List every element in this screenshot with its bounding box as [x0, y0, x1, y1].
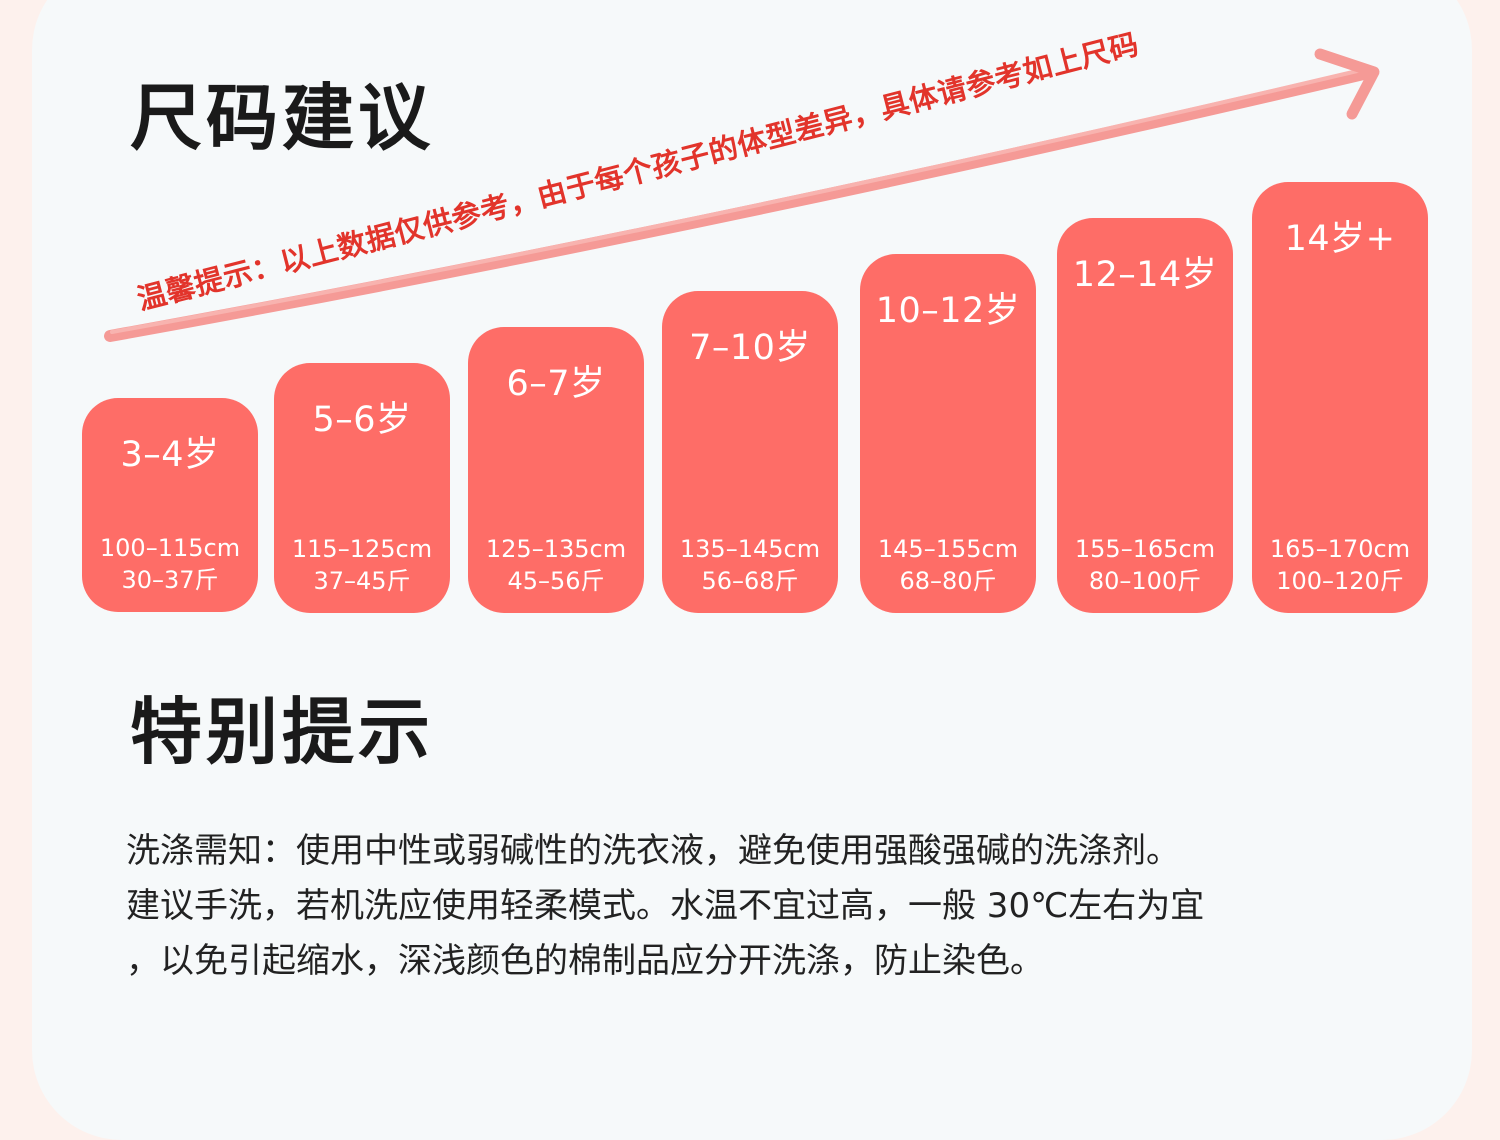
card-weight-range: 37–45斤 [313, 567, 411, 595]
card-weight-range: 45–56斤 [507, 567, 605, 595]
size-card-14-plus: 14岁+ 165–170cm 100–120斤 [1252, 182, 1428, 613]
size-card-10-12: 10–12岁 145–155cm 68–80斤 [860, 254, 1036, 613]
card-weight-range: 80–100斤 [1088, 567, 1202, 595]
card-weight-range: 100–120斤 [1276, 567, 1404, 595]
card-age: 6–7岁 [506, 364, 606, 404]
size-card-7-10: 7–10岁 135–145cm 56–68斤 [662, 291, 838, 613]
size-card-5-6: 5–6岁 115–125cm 37–45斤 [274, 363, 450, 613]
card-age: 12–14岁 [1072, 255, 1218, 295]
card-age: 5–6岁 [312, 400, 412, 440]
size-card-6-7: 6–7岁 125–135cm 45–56斤 [468, 327, 644, 613]
card-age: 7–10岁 [689, 328, 811, 368]
special-tips-title: 特别提示 [130, 690, 435, 774]
size-advice-title: 尺码建议 [130, 76, 435, 160]
card-age: 3–4岁 [120, 435, 220, 475]
card-height-range: 145–155cm [877, 535, 1019, 563]
card-height-range: 165–170cm [1269, 535, 1411, 563]
card-weight-range: 30–37斤 [121, 566, 219, 594]
card-height-range: 100–115cm [99, 534, 241, 562]
card-height-range: 155–165cm [1074, 535, 1216, 563]
card-weight-range: 56–68斤 [701, 567, 799, 595]
card-age: 14岁+ [1284, 219, 1396, 259]
card-height-range: 115–125cm [291, 535, 433, 563]
care-line: 洗涤需知：使用中性或弱碱性的洗衣液，避免使用强酸强碱的洗涤剂。 [126, 831, 1180, 871]
size-card-3-4: 3–4岁 100–115cm 30–37斤 [82, 398, 258, 612]
care-line: 建议手洗，若机洗应使用轻柔模式。水温不宜过高，一般 30℃左右为宜 [126, 886, 1205, 926]
care-line: ，以免引起缩水，深浅颜色的棉制品应分开洗涤，防止染色。 [126, 941, 1044, 981]
card-height-range: 135–145cm [679, 535, 821, 563]
card-age: 10–12岁 [875, 291, 1021, 331]
card-height-range: 125–135cm [485, 535, 627, 563]
size-card-12-14: 12–14岁 155–165cm 80–100斤 [1057, 218, 1233, 613]
care-instructions: 洗涤需知：使用中性或弱碱性的洗衣液，避免使用强酸强碱的洗涤剂。 建议手洗，若机洗… [126, 824, 1386, 989]
card-weight-range: 68–80斤 [899, 567, 997, 595]
